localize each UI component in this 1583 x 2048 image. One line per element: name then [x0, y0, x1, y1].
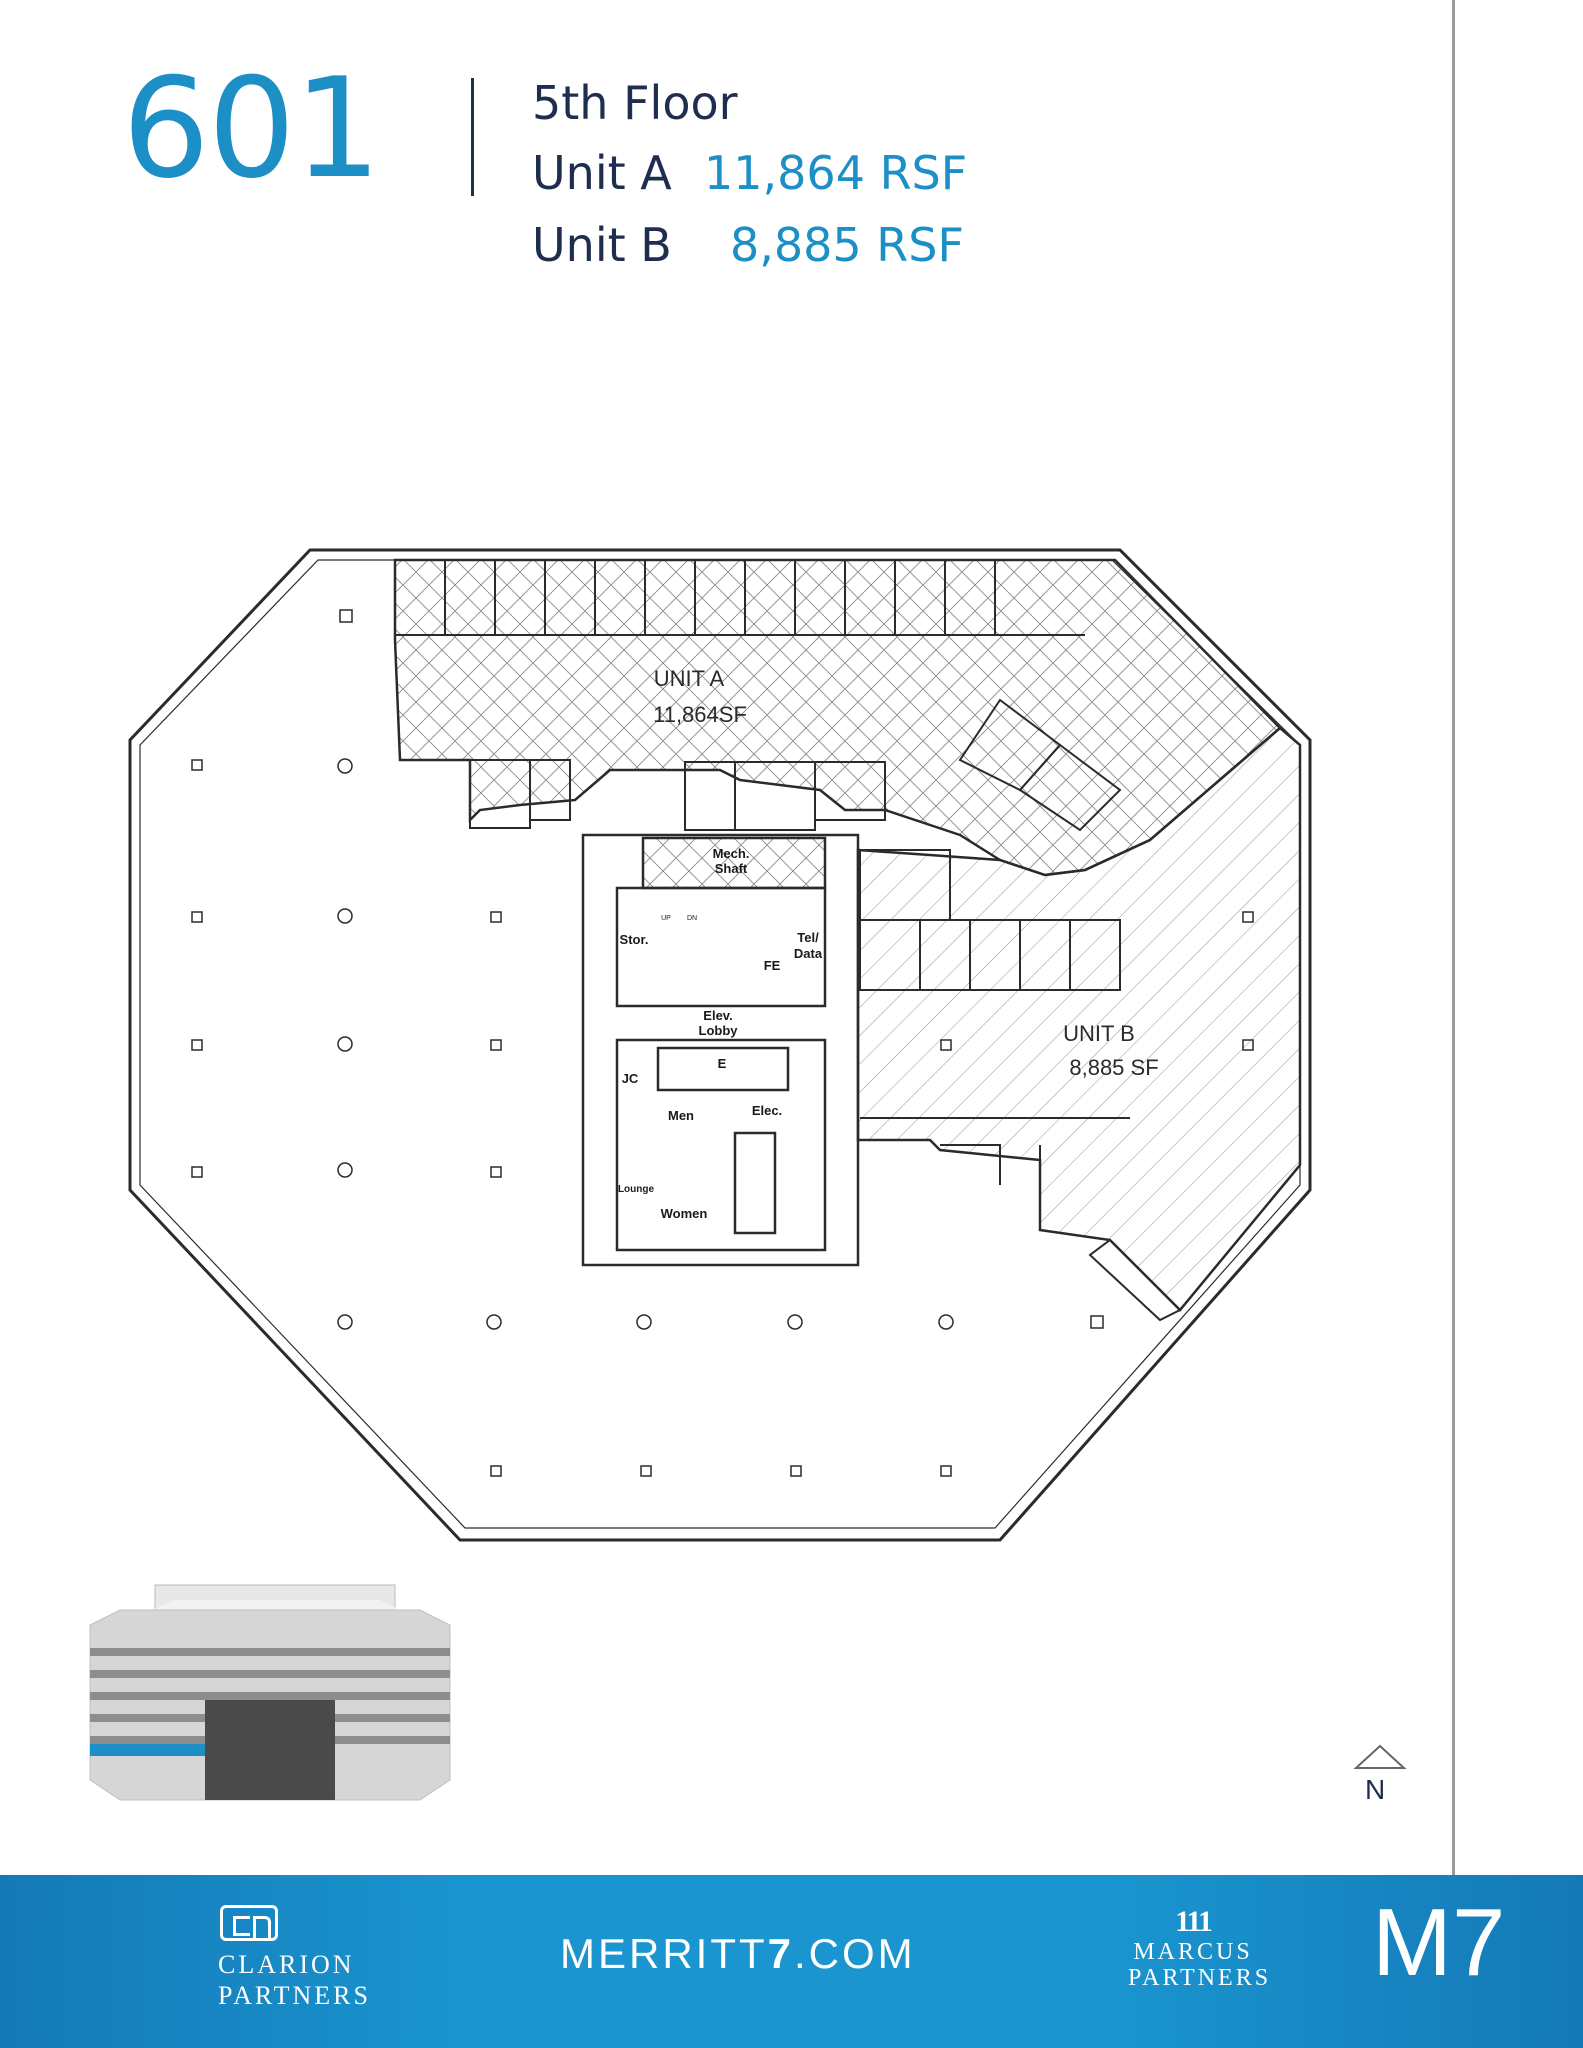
- unit-a-offices: [394, 560, 1085, 636]
- unit-a-title: UNIT A: [654, 666, 725, 691]
- stair-dn-label: DN: [687, 915, 697, 922]
- unit-a-rsf: 11,864 RSF: [704, 146, 968, 200]
- room-elev-lobby-2: Lobby: [699, 1023, 739, 1038]
- unit-b-title: UNIT B: [1063, 1021, 1135, 1046]
- room-tel-data-2: Data: [794, 946, 823, 961]
- unit-b-label: Unit B: [532, 218, 672, 272]
- building-outline: [128, 548, 1312, 1542]
- marcus-partners-logo: 111 MARCUS PARTNERS: [1128, 1905, 1272, 1991]
- building-thumbnail: [89, 1584, 451, 1801]
- clarion-line-2: PARTNERS: [218, 1981, 371, 2010]
- clarion-partners-logo: CLARION PARTNERS: [218, 1905, 371, 2011]
- marcus-line-2: PARTNERS: [1128, 1965, 1272, 1991]
- floor-label: 5th Floor: [532, 76, 738, 130]
- website-link[interactable]: MERRITT7.COM: [560, 1930, 916, 1977]
- unit-a-sf: 11,864SF: [653, 702, 747, 727]
- room-lounge: Lounge: [618, 1184, 655, 1195]
- unit-b-row: Unit B 8,885 RSF: [532, 222, 964, 268]
- north-label: N: [1365, 1774, 1386, 1805]
- clarion-line-1: CLARION: [218, 1950, 355, 1979]
- unit-b-sf: 8,885 SF: [1069, 1055, 1158, 1080]
- stair-up-label: UP: [661, 915, 671, 922]
- header-divider: [471, 78, 474, 196]
- unit-b-area: [856, 726, 1302, 1312]
- room-women: Women: [661, 1206, 708, 1221]
- building-number: 601: [122, 48, 381, 209]
- room-tel-data-1: Tel/: [797, 930, 819, 945]
- unit-b-rsf: 8,885 RSF: [730, 218, 964, 272]
- page-edge-line: [1452, 0, 1455, 2048]
- room-mech-shaft-2: Shaft: [715, 861, 748, 876]
- floor-plan: Mech. Shaft Stor. Tel/ Data FE Elev. Lob…: [89, 548, 1312, 1801]
- room-janitor-closet: JC: [622, 1071, 639, 1086]
- unit-b-rooms: [859, 849, 1182, 1322]
- unit-a-label: Unit A: [532, 146, 672, 200]
- room-mech-shaft-1: Mech.: [713, 846, 750, 861]
- m7-logo: M7: [1372, 1889, 1506, 1996]
- room-electrical: Elec.: [752, 1103, 782, 1118]
- building-core: [581, 833, 860, 1267]
- north-arrow-icon: [1353, 1744, 1407, 1769]
- clarion-logo-icon: [220, 1905, 278, 1941]
- room-fe: FE: [764, 958, 781, 973]
- marcus-line-1: MARCUS: [1133, 1939, 1253, 1965]
- marcus-logo-icon: 111: [1175, 1905, 1213, 1938]
- room-elevator: E: [718, 1056, 727, 1071]
- unit-a-row: Unit A 11,864 RSF: [532, 150, 967, 196]
- footer-bar: [0, 1875, 1583, 2048]
- unit-a-rooms: [469, 698, 1122, 832]
- room-men: Men: [668, 1108, 694, 1123]
- room-storage: Stor.: [620, 932, 649, 947]
- columns: [191, 609, 1254, 1477]
- room-elev-lobby-1: Elev.: [703, 1008, 732, 1023]
